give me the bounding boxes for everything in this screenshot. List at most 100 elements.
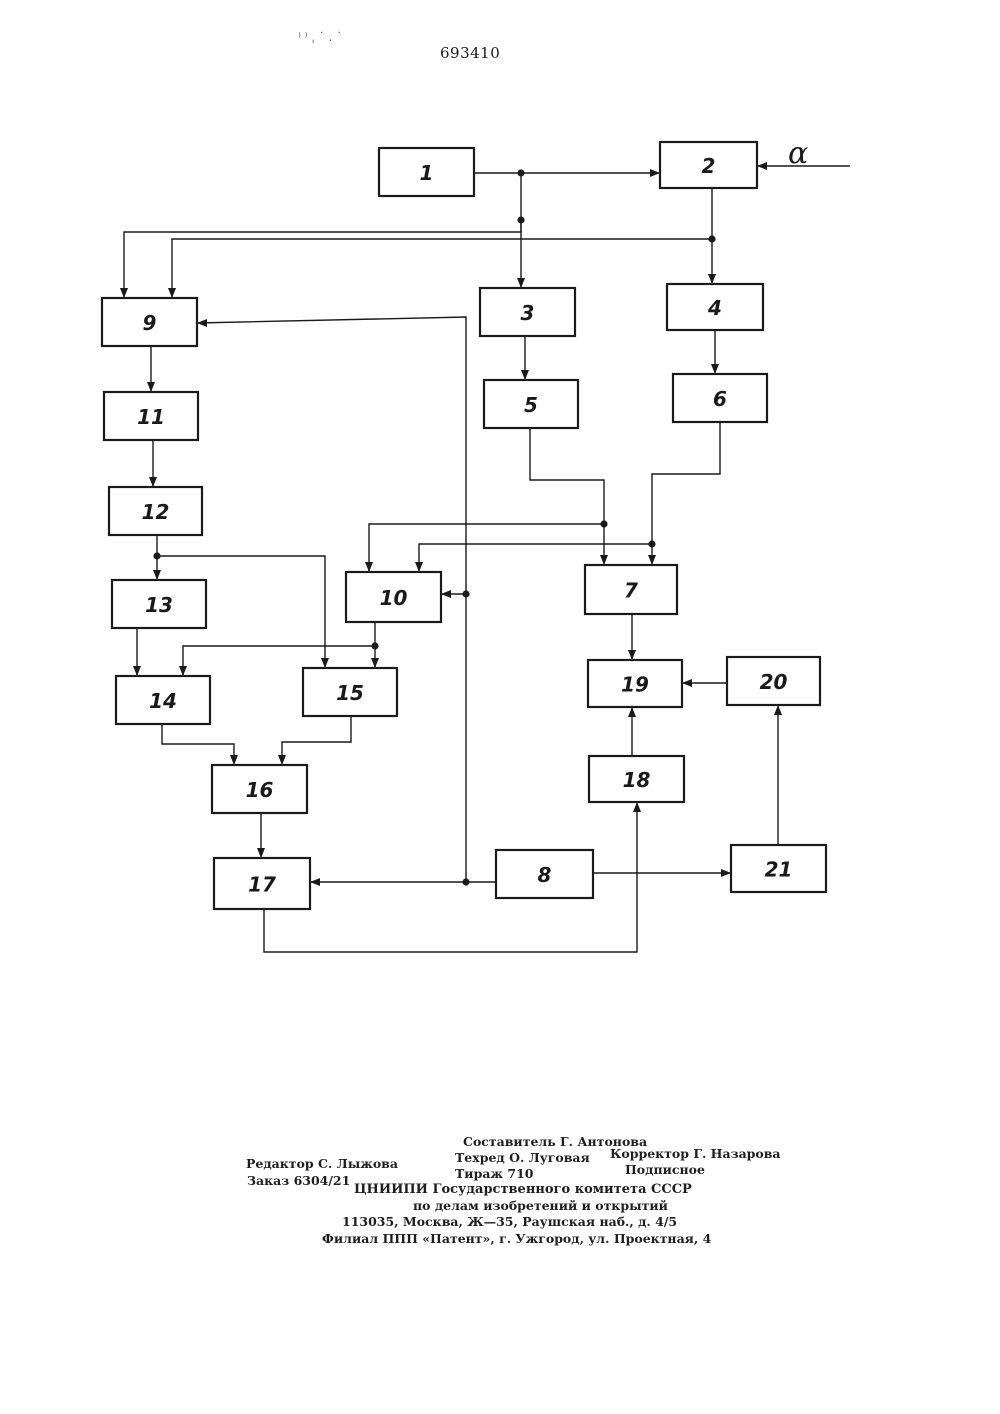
block-8-label: 8	[538, 863, 552, 887]
imprint-branch: Филиал ППП «Патент», г. Ужгород, ул. Про…	[322, 1231, 711, 1246]
junction-dot	[517, 169, 524, 176]
arrow-head	[321, 658, 329, 668]
arrow-head	[721, 869, 731, 877]
block-10-label: 10	[380, 586, 408, 610]
imprint-editor: Редактор С. Лыжова	[246, 1156, 398, 1171]
diagram-blocks: 123456789101112131415161718192021	[102, 142, 826, 909]
imprint-circulation: Тираж 710	[455, 1166, 533, 1181]
arrow-head	[708, 274, 716, 284]
block-17-label: 17	[248, 873, 276, 897]
imprint-techred: Техред О. Луговая	[455, 1150, 590, 1165]
block-2: 2	[660, 142, 757, 188]
block-14: 14	[116, 676, 210, 724]
block-17: 17	[214, 858, 310, 909]
signal-wire	[652, 422, 720, 565]
arrow-head	[521, 370, 529, 380]
block-10: 10	[346, 572, 441, 622]
block-4-label: 4	[707, 296, 722, 320]
block-18-label: 18	[623, 768, 651, 792]
arrow-head	[650, 169, 660, 177]
block-7-label: 7	[624, 579, 638, 603]
junction-dot	[517, 216, 524, 223]
arrow-head	[682, 679, 692, 687]
block-11-label: 11	[137, 405, 165, 429]
block-2-label: 2	[702, 154, 716, 178]
block-5: 5	[484, 380, 578, 428]
imprint-org-line2: по делам изобретений и открытий	[413, 1198, 668, 1213]
block-21-label: 21	[765, 858, 793, 882]
block-9-label: 9	[143, 311, 157, 335]
block-16: 16	[212, 765, 307, 813]
arrow-head	[149, 477, 157, 487]
arrow-head	[197, 319, 207, 327]
arrow-head	[441, 590, 451, 598]
arrow-head	[774, 705, 782, 715]
block-13-label: 13	[145, 593, 173, 617]
imprint-org-line1: ЦНИИПИ Государственного комитета СССР	[354, 1182, 692, 1197]
junction-dot	[371, 642, 378, 649]
block-12-label: 12	[142, 500, 170, 524]
block-16-label: 16	[246, 778, 274, 802]
block-8: 8	[496, 850, 593, 898]
junction-dot	[648, 540, 655, 547]
block-15-label: 15	[336, 681, 364, 705]
arrow-head	[230, 755, 238, 765]
junction-dot	[462, 590, 469, 597]
junction-dot	[600, 520, 607, 527]
arrow-head	[257, 848, 265, 858]
arrow-head	[371, 658, 379, 668]
junction-dot	[708, 235, 715, 242]
block-7: 7	[585, 565, 677, 614]
arrow-head	[310, 878, 320, 886]
arrow-head	[600, 555, 608, 565]
arrow-head	[133, 666, 141, 676]
block-diagram: 123456789101112131415161718192021	[0, 0, 1000, 1000]
block-1-label: 1	[420, 161, 434, 185]
junction-dot	[153, 552, 160, 559]
signal-wire	[369, 524, 604, 572]
signal-wire	[124, 220, 521, 298]
arrow-head	[147, 382, 155, 392]
block-19: 19	[588, 660, 682, 707]
block-14-label: 14	[149, 689, 177, 713]
block-19-label: 19	[621, 673, 649, 697]
block-11: 11	[104, 392, 198, 440]
arrow-head	[628, 650, 636, 660]
imprint-address: 113035, Москва, Ж—35, Раушская наб., д. …	[342, 1214, 677, 1229]
block-12: 12	[109, 487, 202, 535]
junction-dot	[462, 878, 469, 885]
arrow-head	[711, 364, 719, 374]
block-6: 6	[673, 374, 767, 422]
arrow-head	[153, 570, 161, 580]
arrow-head	[120, 288, 128, 298]
block-5-label: 5	[524, 393, 538, 417]
block-20: 20	[727, 657, 820, 705]
block-15: 15	[303, 668, 397, 716]
imprint-subscription: Подписное	[625, 1162, 705, 1177]
arrow-head	[757, 162, 767, 170]
signal-wire	[172, 239, 712, 298]
block-21: 21	[731, 845, 826, 892]
arrow-head	[628, 707, 636, 717]
block-9: 9	[102, 298, 197, 346]
block-18: 18	[589, 756, 684, 802]
arrow-head	[633, 802, 641, 812]
arrow-head	[648, 555, 656, 565]
block-13: 13	[112, 580, 206, 628]
arrow-head	[415, 562, 423, 572]
block-4: 4	[667, 284, 763, 330]
arrow-head	[179, 666, 187, 676]
imprint-order: Заказ 6304/21	[247, 1173, 350, 1188]
block-20-label: 20	[760, 670, 788, 694]
block-3-label: 3	[521, 301, 535, 325]
signal-wire	[282, 716, 351, 765]
arrow-head	[517, 278, 525, 288]
arrow-head	[365, 562, 373, 572]
imprint-corrector: Корректор Г. Назарова	[610, 1146, 781, 1161]
input-alpha-label: α	[788, 136, 808, 171]
arrow-head	[168, 288, 176, 298]
arrow-head	[278, 755, 286, 765]
block-1: 1	[379, 148, 474, 196]
block-6-label: 6	[713, 387, 727, 411]
block-3: 3	[480, 288, 575, 336]
